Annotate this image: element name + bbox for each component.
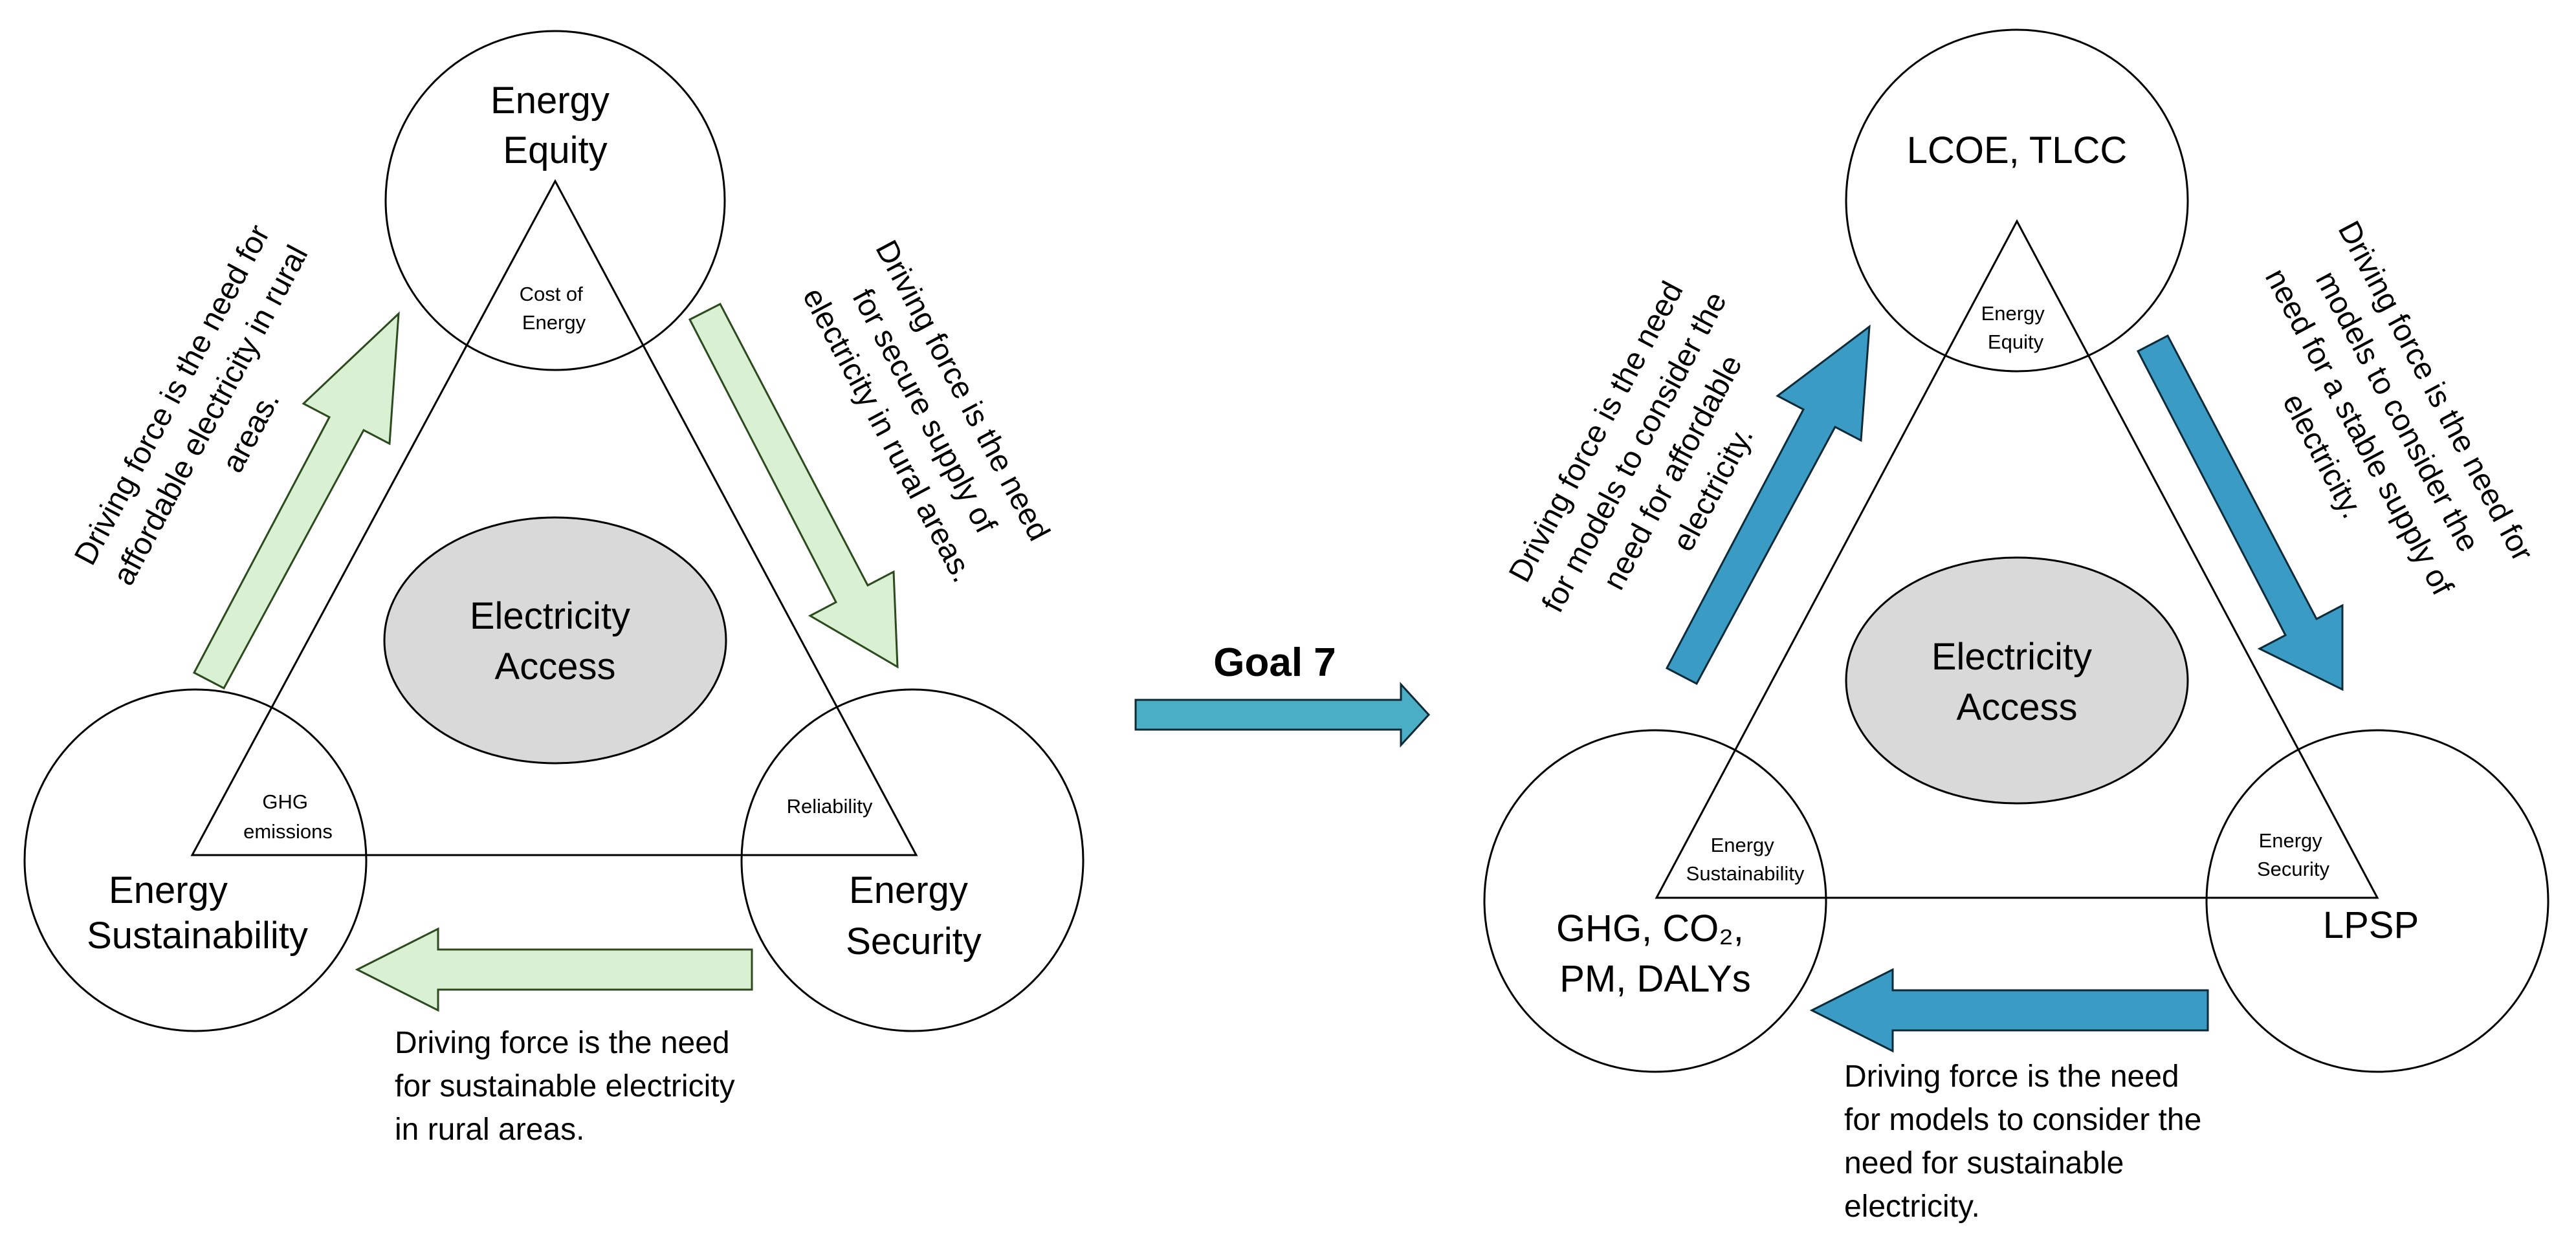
right-triangle	[1655, 219, 2379, 899]
right-left-circle	[1483, 729, 1827, 1073]
left-diagram: Energy Equity Energy Sustainability Ener…	[23, 30, 1084, 1147]
right-upward-arrow	[1665, 324, 1871, 686]
right-bottom-text: Driving force is the need for models to …	[1844, 1059, 2210, 1224]
left-center-ellipse	[383, 516, 727, 765]
left-bottom-text: Driving force is the need for sustainabl…	[395, 1026, 743, 1147]
left-top-circle-label: Energy Equity	[490, 80, 620, 171]
left-triangle	[190, 179, 918, 856]
left-apex-left-label: GHG emissions	[243, 790, 333, 843]
right-center-label: Electricity Access	[1932, 636, 2102, 728]
goal-arrow	[1134, 682, 1431, 748]
left-center-label: Electricity Access	[470, 595, 641, 688]
left-apex-right-label: Reliability	[787, 795, 873, 818]
left-security-label: Energy Security	[846, 869, 982, 962]
left-upward-arrow	[192, 311, 400, 690]
right-side-left-text: Driving force is the need for models to …	[1497, 259, 1814, 659]
right-apex-left-label: Energy Sustainability	[1686, 834, 1805, 885]
right-top-circle	[1845, 28, 2189, 373]
left-downward-arrow	[688, 302, 899, 669]
left-side-left-text: Driving force is the need for affordable…	[68, 212, 357, 611]
right-bottom-arrow	[1809, 968, 2209, 1053]
right-left-circle-label: GHG, CO₂, PM, DALYs	[1556, 907, 1754, 1000]
right-right-circle-label: LPSP	[2323, 904, 2419, 946]
left-top-circle	[384, 30, 726, 371]
goal-connector: Goal 7	[1134, 640, 1431, 748]
right-downward-arrow	[2136, 334, 2344, 691]
right-apex-top-label: Energy Equity	[1981, 302, 2051, 353]
right-center-ellipse	[1845, 556, 2189, 805]
left-sustainability-label: Energy Sustainability	[87, 869, 308, 957]
right-apex-right-label: Energy Security	[2257, 829, 2329, 880]
left-sustainability-circle	[23, 688, 368, 1032]
left-apex-top-label: Cost of Energy	[520, 283, 589, 334]
right-diagram: LCOE, TLCC GHG, CO₂, PM, DALYs LPSP Elec…	[1483, 28, 2549, 1224]
right-right-circle	[2205, 729, 2549, 1073]
left-bottom-arrow	[355, 927, 753, 1012]
right-top-circle-label: LCOE, TLCC	[1907, 129, 2128, 171]
left-security-circle	[740, 688, 1084, 1032]
goal-label: Goal 7	[1213, 640, 1336, 685]
